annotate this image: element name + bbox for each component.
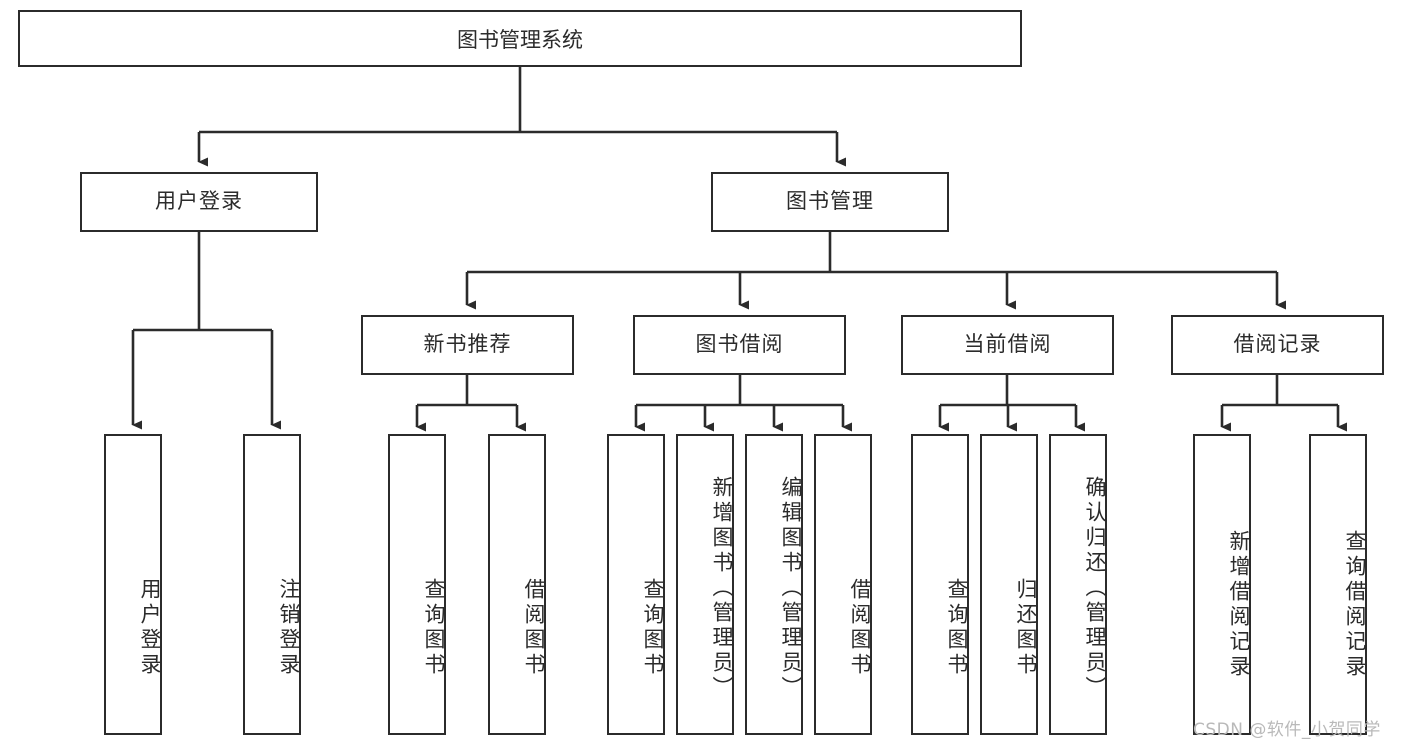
node-label: 查询图书 [641, 577, 665, 678]
node-label: 图书管理系统 [457, 27, 583, 52]
leaf-new-book-query[interactable]: 查询图书 [388, 434, 446, 735]
leaf-user-login-logout[interactable]: 注销登录 [243, 434, 301, 735]
leaf-current-borrow-confirm-admin[interactable]: 确认归还（管理员） [1049, 434, 1107, 735]
leaf-book-borrow-query[interactable]: 查询图书 [607, 434, 665, 735]
node-label: 图书管理 [786, 189, 874, 214]
node-label: 当前借阅 [963, 332, 1052, 357]
leaf-current-borrow-return[interactable]: 归还图书 [980, 434, 1038, 735]
watermark-csdn: CSDN @软件_小贺同学 [1193, 720, 1381, 740]
node-label: 查询图书 [422, 577, 446, 678]
leaf-borrow-records-query[interactable]: 查询借阅记录 [1309, 434, 1367, 735]
leaf-borrow-records-add[interactable]: 新增借阅记录 [1193, 434, 1251, 735]
node-label: 归还图书 [1014, 577, 1038, 678]
node-root-book-management-system[interactable]: 图书管理系统 [18, 10, 1022, 67]
node-label: 图书借阅 [695, 332, 784, 357]
node-label: 新增图书（管理员） [710, 476, 734, 701]
leaf-book-borrow-edit-admin[interactable]: 编辑图书（管理员） [745, 434, 803, 735]
node-label: 用户登录 [155, 189, 243, 214]
node-borrow-records[interactable]: 借阅记录 [1171, 315, 1384, 375]
node-label: 确认归还（管理员） [1083, 476, 1107, 701]
node-book-borrow[interactable]: 图书借阅 [633, 315, 846, 375]
node-current-borrow[interactable]: 当前借阅 [901, 315, 1114, 375]
node-label: 新增借阅记录 [1227, 529, 1251, 680]
node-label: 借阅记录 [1233, 332, 1322, 357]
node-label: 查询图书 [945, 577, 969, 678]
leaf-user-login-login[interactable]: 用户登录 [104, 434, 162, 735]
node-label: 借阅图书 [848, 577, 872, 678]
leaf-book-borrow-add-admin[interactable]: 新增图书（管理员） [676, 434, 734, 735]
node-label: 查询借阅记录 [1343, 529, 1367, 680]
node-label: 注销登录 [277, 577, 301, 678]
node-label: 用户登录 [138, 577, 162, 678]
node-label: 借阅图书 [522, 577, 546, 678]
node-new-book-recommend[interactable]: 新书推荐 [361, 315, 574, 375]
leaf-current-borrow-query[interactable]: 查询图书 [911, 434, 969, 735]
node-book-management[interactable]: 图书管理 [711, 172, 949, 232]
leaf-book-borrow-borrow[interactable]: 借阅图书 [814, 434, 872, 735]
node-label: 新书推荐 [423, 332, 512, 357]
leaf-new-book-borrow[interactable]: 借阅图书 [488, 434, 546, 735]
node-user-login[interactable]: 用户登录 [80, 172, 318, 232]
node-label: 编辑图书（管理员） [779, 476, 803, 701]
